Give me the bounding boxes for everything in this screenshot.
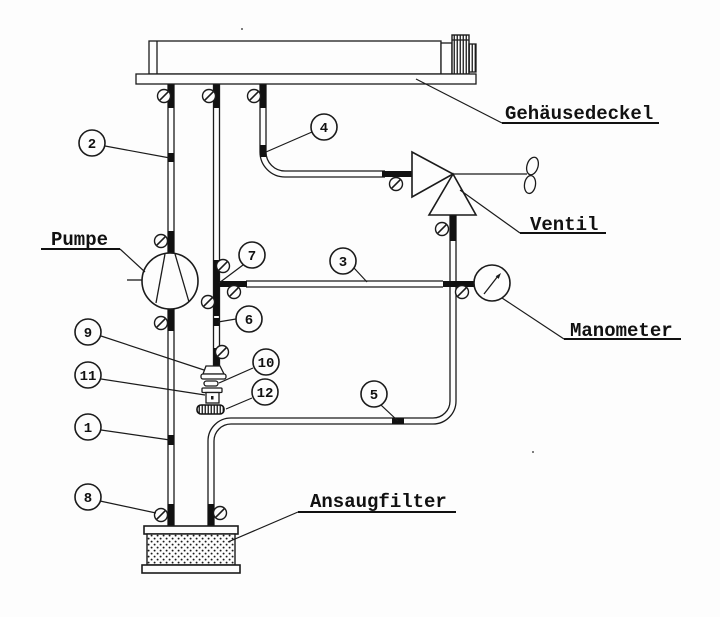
callout-9: 9: [74, 318, 102, 346]
label-pump: Pumpe: [41, 229, 146, 273]
callout-12: 12: [251, 378, 279, 406]
screws: [153, 88, 470, 523]
screw-icon: [246, 88, 262, 104]
callout-2: 2: [78, 129, 106, 157]
screw-icon: [153, 507, 169, 523]
knurled-cap-icon: [451, 34, 477, 80]
pipe-3-horizontal: [246, 280, 443, 288]
callout-6: 6: [235, 305, 263, 333]
drain-fitting-parts: [196, 365, 227, 415]
suction-filter-label: Ansaugfilter: [310, 491, 447, 513]
callout-4-number: 4: [320, 121, 328, 137]
callout-10: 10: [252, 348, 280, 376]
callout-1-number: 1: [84, 421, 92, 437]
callout-8: 8: [74, 483, 102, 511]
label-suction-filter: Ansaugfilter: [227, 491, 456, 543]
screw-icon: [454, 284, 470, 300]
label-housing-cover: Gehäusedeckel: [415, 78, 659, 125]
screw-icon: [153, 315, 169, 331]
callout-1: 1: [74, 413, 102, 441]
screw-icon: [434, 221, 450, 237]
manometer-label: Manometer: [570, 320, 673, 342]
callout-10-number: 10: [258, 356, 275, 372]
fitting-ring-part10: [203, 380, 219, 387]
callout-12-number: 12: [257, 386, 274, 402]
cap-collar: [440, 42, 453, 75]
callouts: 1 2 3 4 5 6 7 8 9 10 11 12: [74, 113, 388, 511]
callout-5: 5: [360, 380, 388, 408]
label-valve: Ventil: [459, 189, 606, 236]
callout-6-number: 6: [245, 313, 253, 329]
housing-cover: [135, 34, 477, 85]
screw-icon: [214, 344, 230, 360]
fitting-flange-part11: [201, 387, 223, 394]
callout-8-number: 8: [84, 491, 92, 507]
mounting-flange: [135, 73, 477, 85]
callout-7: 7: [238, 241, 266, 269]
fitting-brim-part9: [200, 373, 227, 380]
callout-2-number: 2: [88, 137, 96, 153]
suction-filter: [141, 525, 241, 574]
knurled-nut-part12: [196, 404, 225, 415]
pipe-connectors: [168, 84, 475, 527]
callout-4: 4: [310, 113, 338, 141]
screw-icon: [201, 88, 217, 104]
pipe-valve-outlet-vertical: [449, 215, 457, 401]
pump-label: Pumpe: [51, 229, 108, 251]
paper-speck: [241, 28, 243, 30]
callout-11: 11: [74, 361, 102, 389]
screw-icon: [200, 294, 216, 310]
valve-symbol: [411, 150, 540, 216]
callout-leaders: [99, 131, 399, 514]
callout-9-number: 9: [84, 326, 92, 342]
housing-cover-label: Gehäusedeckel: [505, 103, 653, 125]
screw-icon: [212, 505, 228, 521]
pump-symbol: [127, 252, 199, 310]
callout-11-number: 11: [80, 369, 97, 385]
callout-3: 3: [329, 247, 357, 275]
valve-handle-icon: [523, 156, 540, 195]
screw-icon: [215, 258, 231, 274]
screw-icon: [388, 176, 404, 192]
paper-speck: [532, 451, 534, 453]
callout-3-number: 3: [339, 255, 347, 271]
callout-5-number: 5: [370, 388, 378, 404]
manometer-gauge-icon: [473, 264, 511, 302]
label-manometer: Manometer: [501, 297, 681, 342]
fitting-cap-part9: [202, 365, 226, 375]
screw-icon: [226, 284, 242, 300]
screw-icon: [156, 88, 172, 104]
screw-icon: [153, 233, 169, 249]
callout-7-number: 7: [248, 249, 256, 265]
valve-label: Ventil: [530, 214, 598, 236]
